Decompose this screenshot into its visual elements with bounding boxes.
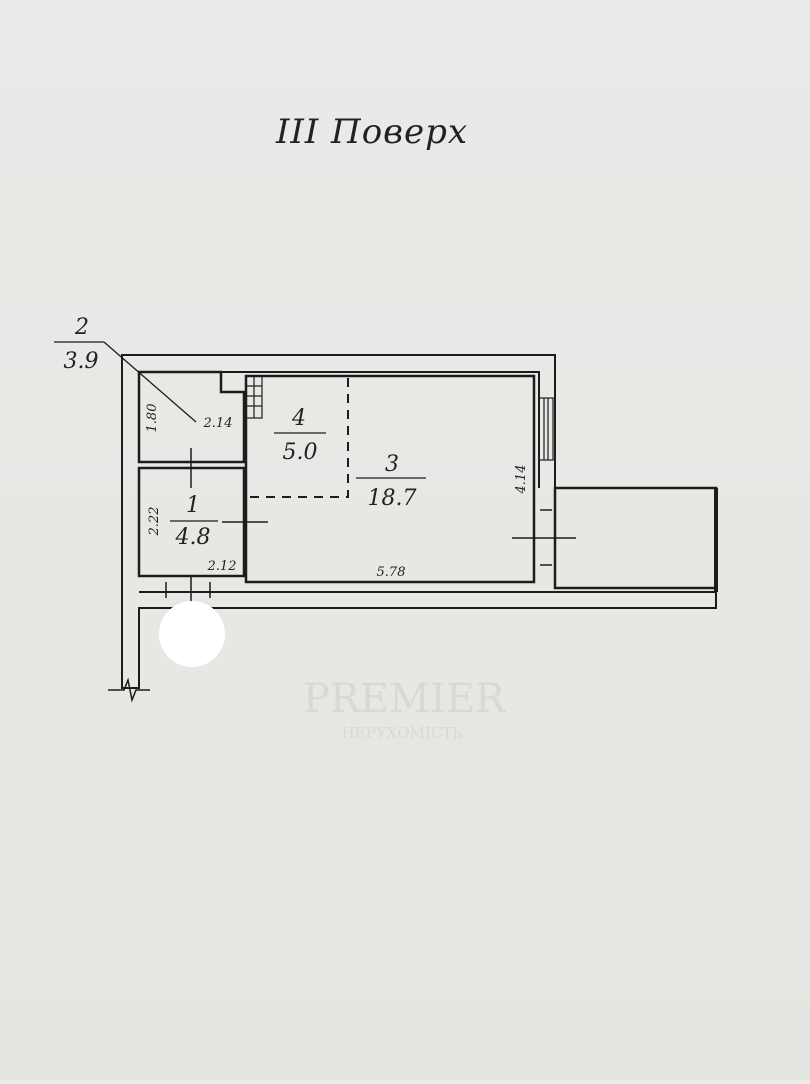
- room-3-walls: [244, 374, 536, 584]
- room-2-area: 3.9: [64, 349, 99, 374]
- white-blot: [159, 601, 225, 667]
- room-4-partition: [248, 378, 349, 498]
- floor-title: III Поверх: [275, 112, 468, 152]
- watermark: PREMIER НЕРУХОМІСТЬ: [303, 676, 507, 742]
- watermark-brand: PREMIER: [303, 676, 507, 722]
- inner-wall-outline: [139, 371, 540, 488]
- room-2-walls: [137, 370, 246, 464]
- dim-room2-height: 1.80: [145, 404, 160, 433]
- dim-room3-height: 4.14: [514, 465, 529, 495]
- room-1-walls: [137, 466, 246, 578]
- dim-room3-width: 5.78: [377, 565, 406, 580]
- room-2-leader: [54, 341, 197, 423]
- dim-room2-width: 2.14: [203, 416, 233, 431]
- dim-room1-height: 2.22: [147, 507, 162, 537]
- vent-shaft: [245, 375, 263, 419]
- room-1-number: 1: [186, 493, 200, 518]
- room-4-area: 5.0: [283, 440, 318, 465]
- room-2-number: 2: [74, 315, 89, 340]
- room-labels: 2 3.9 1 4.8 4 5.0 3 18.7: [64, 315, 426, 550]
- dimension-labels: 2.14 1.80 2.22 2.12 5.78 4.14: [145, 404, 529, 580]
- watermark-sub: НЕРУХОМІСТЬ: [342, 724, 463, 742]
- dim-room1-width: 2.12: [207, 559, 237, 574]
- annex-walls: [553, 486, 718, 592]
- room-3-area: 18.7: [368, 486, 417, 511]
- break-line: [108, 677, 150, 703]
- room-4-number: 4: [291, 406, 306, 431]
- door-marks: [165, 448, 576, 602]
- room-3-number: 3: [385, 452, 399, 477]
- window-right: [538, 397, 554, 461]
- room-1-area: 4.8: [175, 525, 211, 550]
- outer-wall-outline: [121, 354, 717, 689]
